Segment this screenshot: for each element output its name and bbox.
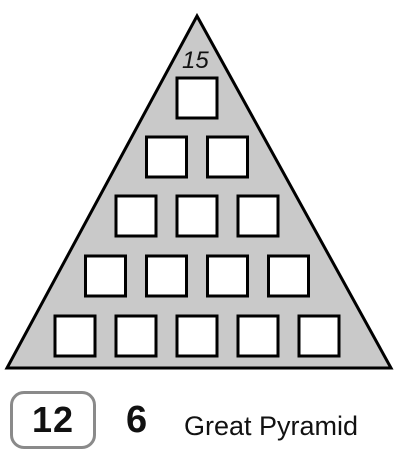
pyramid-cell[interactable] [236, 314, 280, 358]
pyramid-cell[interactable] [84, 254, 127, 298]
pyramid-cell[interactable] [145, 254, 188, 298]
pyramid-puzzle: 15 [4, 12, 394, 370]
pyramid-cell[interactable] [267, 254, 310, 298]
pyramid-cells [53, 76, 341, 358]
pyramid-top-number: 15 [182, 47, 209, 74]
pyramid-cell[interactable] [53, 314, 97, 358]
level-number: 6 [126, 399, 148, 441]
pyramid-cell[interactable] [175, 314, 219, 358]
pyramid-cell[interactable] [175, 76, 219, 120]
pyramid-cell[interactable] [114, 314, 158, 358]
pyramid-cell[interactable] [297, 314, 341, 358]
pyramid-cell[interactable] [206, 135, 249, 179]
puzzle-title: Great Pyramid [184, 411, 359, 441]
pyramid-cell[interactable] [114, 194, 158, 238]
pyramid-cell[interactable] [145, 135, 188, 179]
puzzle-number-badge: 12 [10, 391, 96, 449]
pyramid-cell[interactable] [175, 194, 219, 238]
puzzle-number: 12 [31, 399, 75, 440]
pyramid-cell[interactable] [206, 254, 249, 298]
pyramid-cell[interactable] [236, 194, 280, 238]
